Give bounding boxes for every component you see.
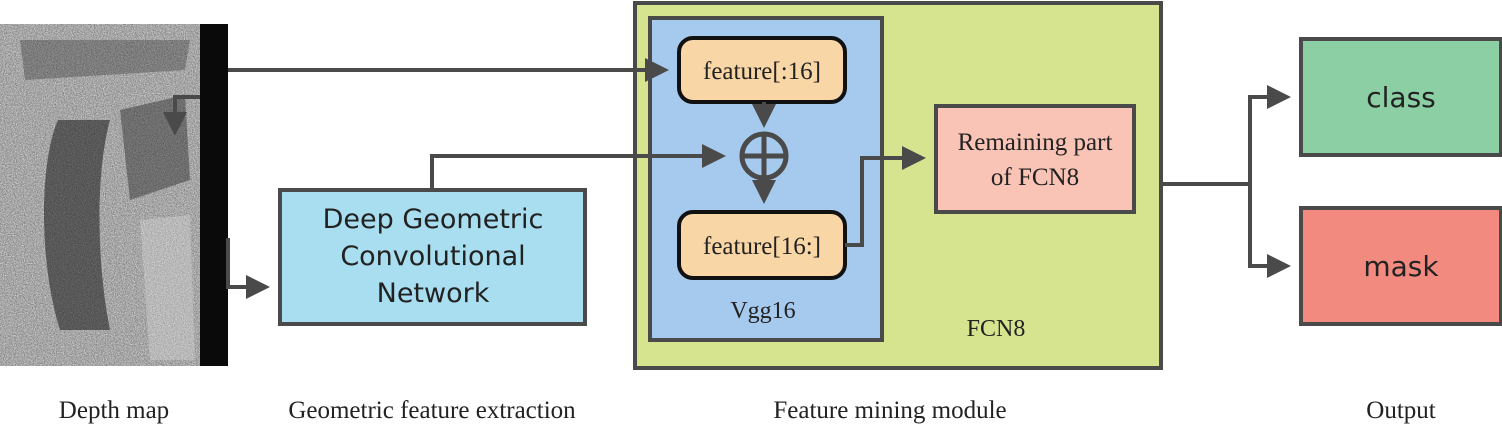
connector-dgcn-to-sum (430, 144, 726, 190)
caption-output: Output (1366, 397, 1436, 424)
remaining-label-line2: of FCN8 (991, 164, 1079, 191)
connector-depth-stub (163, 95, 200, 136)
dgcn-label-line1: Deep Geometric (323, 204, 544, 235)
connector-feature-late-to-remaining (845, 146, 926, 247)
dgcn-label-line2: Convolutional (340, 241, 525, 272)
caption-feature-mining: Feature mining module (773, 397, 1006, 424)
connector-split-to-class (1248, 85, 1291, 184)
mask-output-label: mask (1363, 250, 1439, 283)
fcn8-label: FCN8 (967, 316, 1026, 342)
caption-depth-map: Depth map (59, 397, 169, 424)
mask-output-box (1299, 206, 1502, 326)
remaining-label-line1: Remaining part (958, 129, 1113, 156)
circled-plus-icon (739, 131, 789, 181)
connector-split-to-mask (1248, 184, 1291, 278)
class-output-box (1299, 37, 1502, 157)
dgcn-label-line3: Network (377, 278, 490, 309)
vgg16-label: Vgg16 (730, 298, 795, 324)
caption-geometric-extraction: Geometric feature extraction (288, 397, 576, 424)
dgcn-box (278, 188, 587, 326)
depth-map-image (0, 24, 228, 366)
remaining-fcn8-box (934, 104, 1136, 214)
class-output-label: class (1366, 81, 1436, 114)
connectors (163, 58, 1291, 299)
feature-late-label: feature[16:] (703, 233, 821, 260)
connector-depth-to-dgcn (226, 238, 270, 299)
feature-early-label: feature[:16] (703, 58, 821, 85)
